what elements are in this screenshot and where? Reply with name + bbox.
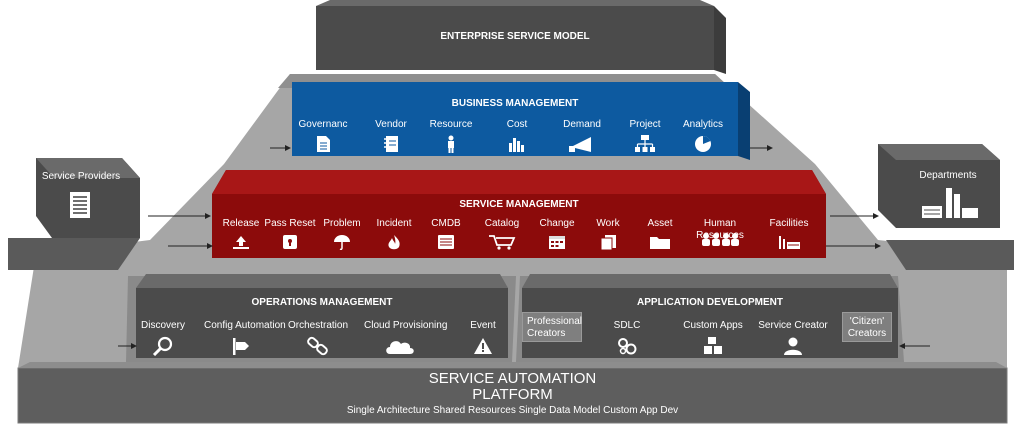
service-item-change[interactable]: Change <box>521 218 593 250</box>
people-icon <box>702 233 739 246</box>
link-icon <box>307 336 328 356</box>
operations-title: OPERATIONS MANAGEMENT <box>251 297 393 308</box>
business-item-demand[interactable]: Demand <box>546 119 618 153</box>
appdev-item-sdlc[interactable]: SDLC <box>591 320 663 356</box>
operations-item-label: Orchestration <box>287 320 349 331</box>
service-item-problem[interactable]: Problem <box>306 218 378 250</box>
business-item-label: Project <box>629 119 661 130</box>
service-item-label: Human Resources <box>696 218 744 241</box>
service-title: SERVICE MANAGEMENT <box>459 199 579 210</box>
platform-feature: Single Architecture <box>346 405 431 416</box>
factory-skyline-icon <box>920 184 982 225</box>
business-title: BUSINESS MANAGEMENT <box>451 98 579 109</box>
business-item-label: Vendor <box>375 119 407 130</box>
business-item-resource[interactable]: Resource <box>415 119 487 153</box>
service-item-label: CMDB <box>431 218 461 229</box>
magnifier-icon <box>152 336 173 356</box>
business-item-label: Analytics <box>682 119 723 130</box>
business-item-analytics[interactable]: Analytics <box>667 119 739 153</box>
upload-icon <box>233 236 249 249</box>
appdev-item-label: Custom Apps <box>683 320 743 331</box>
business-item-label: Cost <box>506 119 528 130</box>
service-item-incident[interactable]: Incident <box>358 218 430 250</box>
citizen-creators-box: 'Citizen' Creators <box>842 312 892 342</box>
operations-item-orchestration[interactable]: Orchestration <box>282 320 354 356</box>
signpost-icon <box>233 338 249 355</box>
service-item-label: Problem <box>323 218 361 229</box>
business-item-vendor[interactable]: Vendor <box>355 119 427 153</box>
appdev-item-custom-apps[interactable]: Custom Apps <box>677 320 749 356</box>
service-item-release[interactable]: Release <box>205 218 277 250</box>
notebook-icon <box>384 136 398 152</box>
platform-title-line2: PLATFORM <box>472 386 553 403</box>
operations-item-label: Config Automation <box>204 320 286 331</box>
operations-item-label: Discovery <box>141 320 185 331</box>
warning-icon <box>474 338 492 354</box>
database-icon <box>438 235 454 249</box>
umbrella-icon <box>334 235 350 250</box>
appdev-item-service-creator[interactable]: Service Creator <box>757 320 829 356</box>
service-item-work[interactable]: Work <box>572 218 644 250</box>
factory-icon <box>779 236 800 249</box>
operations-item-discovery[interactable]: Discovery <box>127 320 199 356</box>
enterprise-title: ENTERPRISE SERVICE MODEL <box>440 31 590 42</box>
operations-item-config-automation[interactable]: Config Automation <box>204 320 286 356</box>
platform-features: Single Architecture Shared Resources Sin… <box>18 405 1007 417</box>
service-item-label: Catalog <box>484 218 520 229</box>
service-providers-label: Service Providers <box>41 171 121 182</box>
platform-feature: Custom App Dev <box>603 405 679 416</box>
person-icon <box>448 135 454 153</box>
business-item-governance[interactable]: Governanc <box>287 119 359 153</box>
service-item-label: Pass Reset <box>264 218 316 229</box>
megaphone-icon <box>569 137 591 152</box>
service-item-facilities[interactable]: Facilities <box>753 218 825 250</box>
appdev-title: APPLICATION DEVELOPMENT <box>637 297 783 308</box>
pie-chart-icon <box>695 135 711 152</box>
professional-creators-box: Professional Creators <box>522 312 582 342</box>
service-item-label: Work <box>596 218 620 229</box>
operations-item-label: Event <box>470 320 496 331</box>
business-item-label: Governanc <box>298 119 348 130</box>
service-item-label: Release <box>222 218 260 229</box>
platform-title-line1: SERVICE AUTOMATION <box>428 370 597 387</box>
service-item-label: Facilities <box>769 218 809 229</box>
service-item-cmdb[interactable]: CMDB <box>410 218 482 250</box>
platform-feature: Shared Resources <box>433 405 516 416</box>
service-item-catalog[interactable]: Catalog <box>466 218 538 250</box>
service-item-pass-reset[interactable]: Pass Reset <box>254 218 326 250</box>
lock-icon <box>283 235 297 249</box>
service-item-label: Asset <box>647 218 673 229</box>
service-item-asset[interactable]: Asset <box>624 218 696 250</box>
document-icon <box>317 136 330 152</box>
user-icon <box>784 337 802 355</box>
business-item-project[interactable]: Project <box>609 119 681 153</box>
operations-item-label: Cloud Provisioning <box>364 320 448 331</box>
appdev-item-label: Service Creator <box>758 320 828 331</box>
org-chart-icon <box>635 135 655 152</box>
fire-icon <box>388 235 400 250</box>
departments-label: Departments <box>919 170 977 181</box>
service-item-label: Change <box>539 218 575 229</box>
blocks-icon <box>704 337 722 354</box>
stack-icon <box>600 235 616 250</box>
cart-icon <box>489 235 516 250</box>
building-icon <box>68 190 92 225</box>
business-item-label: Demand <box>563 119 601 130</box>
service-item-label: Incident <box>376 218 412 229</box>
folder-icon <box>650 237 670 249</box>
business-item-cost[interactable]: Cost <box>481 119 553 153</box>
platform-feature: Single Data Model <box>518 405 601 416</box>
service-item-human-resources[interactable]: Human Resources <box>684 218 756 246</box>
calendar-icon <box>549 236 565 249</box>
operations-item-event[interactable]: Event <box>447 320 519 356</box>
gears-icon <box>618 338 637 355</box>
operations-item-cloud-provisioning[interactable]: Cloud Provisioning <box>364 320 448 356</box>
cloud-icon <box>386 341 414 354</box>
bar-chart-icon <box>509 138 524 152</box>
business-item-label: Resource <box>429 119 473 130</box>
appdev-item-label: SDLC <box>613 320 641 331</box>
